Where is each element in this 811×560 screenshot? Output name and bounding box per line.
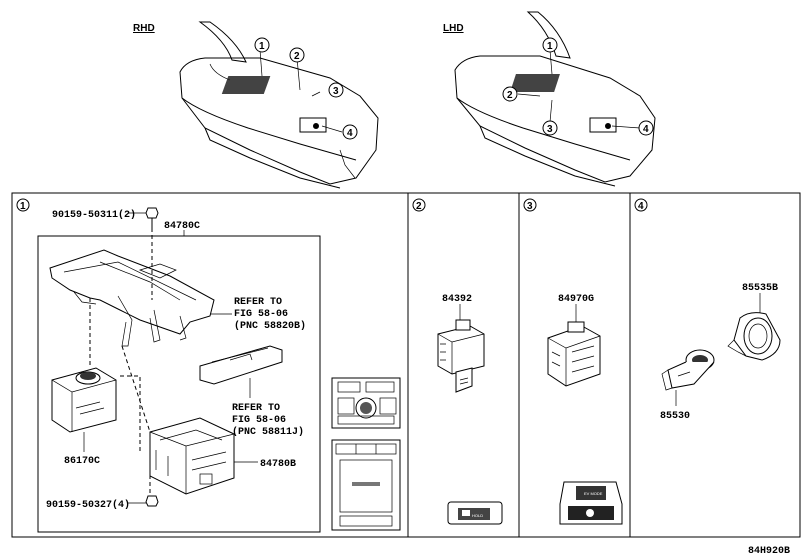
- lhd-label: LHD: [443, 23, 464, 34]
- svg-text:3: 3: [333, 86, 339, 97]
- illustration-reference: 84H920B: [748, 546, 790, 557]
- svg-text:3: 3: [527, 201, 533, 212]
- rhd-label: RHD: [133, 23, 155, 34]
- part-84392: 84392: [442, 294, 472, 305]
- rhd-socket: [299, 117, 327, 133]
- part-84970G: 84970G: [558, 294, 594, 305]
- svg-text:1: 1: [20, 201, 26, 212]
- panel-2: 2 84392 HOLD: [412, 198, 503, 525]
- refer-a-line2: FIG 58-06: [234, 309, 288, 320]
- callout-1-rhd: [254, 37, 270, 53]
- ev-mode-switch: [547, 321, 601, 387]
- svg-text:1: 1: [547, 41, 553, 52]
- panel-4: 4 85535B 85530: [634, 198, 781, 422]
- refer-a-line1: REFER TO: [234, 297, 282, 308]
- power-outlet-socket: [727, 312, 781, 361]
- panel-3-marker: [523, 198, 537, 212]
- bolt-top-icon: [145, 207, 159, 219]
- svg-text:2: 2: [416, 201, 422, 212]
- svg-text:4: 4: [643, 124, 649, 135]
- svg-text:3: 3: [547, 124, 553, 135]
- callout-2-lhd: [502, 86, 518, 102]
- part-85535B: 85535B: [742, 283, 778, 294]
- switch-panel-front-view: [331, 377, 401, 429]
- refer-b-line1: REFER TO: [232, 403, 280, 414]
- callout-4-lhd: [638, 120, 654, 136]
- bolt-bottom-icon: [145, 495, 159, 507]
- remote-touch-controller: [51, 367, 117, 433]
- svg-text:2: 2: [294, 51, 300, 62]
- svg-text:4: 4: [638, 201, 644, 212]
- switch-base-assembly: [149, 417, 235, 495]
- lhd-switch-panel: [510, 74, 560, 92]
- callout-3-rhd: [328, 82, 344, 98]
- hold-switch: [437, 319, 485, 393]
- refer-a-line3: (PNC 58820B): [234, 320, 306, 332]
- hold-button-face: HOLD: [447, 501, 503, 525]
- callout-2-rhd: [289, 47, 305, 63]
- panel-4-marker: [634, 198, 648, 212]
- touchpad-front-view: [331, 439, 401, 531]
- assembly-box: [37, 235, 321, 533]
- svg-text:4: 4: [347, 128, 353, 139]
- rhd-switch-panel: [221, 76, 271, 94]
- refer-b-line3: (PNC 58811J): [232, 426, 304, 438]
- panels-frame: [11, 192, 801, 538]
- svg-text:1: 1: [259, 41, 265, 52]
- hold-label: HOLD: [472, 513, 483, 518]
- lhd-console-view: LHD 1 2 3 4: [443, 11, 656, 187]
- console-bezel: [49, 249, 215, 347]
- callout-1-lhd: [542, 37, 558, 53]
- callout-3-lhd: [542, 120, 558, 136]
- part-86170C: 86170C: [64, 456, 100, 467]
- part-84780C: 84780C: [164, 221, 200, 232]
- rhd-console-view: RHD 1 2 3 4: [133, 21, 379, 189]
- ev-mode-label: EV MODE: [584, 491, 603, 496]
- refer-b-line2: FIG 58-06: [232, 415, 286, 426]
- panel-1-marker: [16, 198, 30, 212]
- svg-text:2: 2: [507, 90, 513, 101]
- small-trim-piece: [199, 345, 283, 385]
- part-90159-50311: 90159-50311(2): [52, 209, 136, 221]
- panel-3: 3 84970G EV MODE: [523, 198, 623, 525]
- panel-2-marker: [412, 198, 426, 212]
- cigarette-lighter: [661, 349, 715, 391]
- lhd-socket: [589, 117, 617, 133]
- part-84780B: 84780B: [260, 459, 296, 470]
- panel-1: 1 90159-50311(2) 84780C REFER TO FIG 58-…: [16, 198, 401, 533]
- callout-4-rhd: [342, 124, 358, 140]
- part-90159-50327: 90159-50327(4): [46, 499, 130, 511]
- ev-mode-button-face: EV MODE: [559, 481, 623, 525]
- part-85530: 85530: [660, 411, 690, 422]
